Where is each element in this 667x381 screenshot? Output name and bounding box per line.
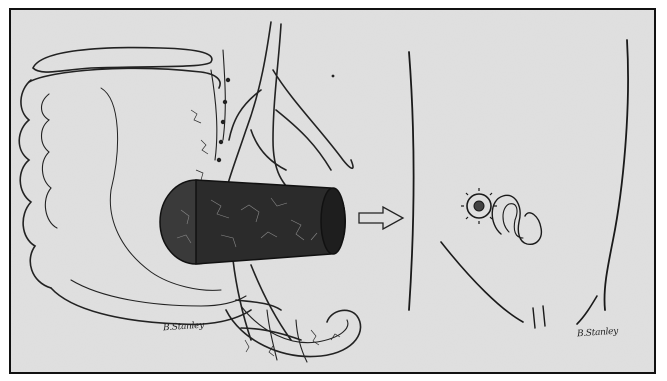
illustration-frame: B.Stanley B.Stanley: [9, 8, 656, 374]
stoma: [461, 188, 497, 224]
excised-segment: [160, 180, 345, 264]
medical-illustration: [11, 10, 656, 374]
